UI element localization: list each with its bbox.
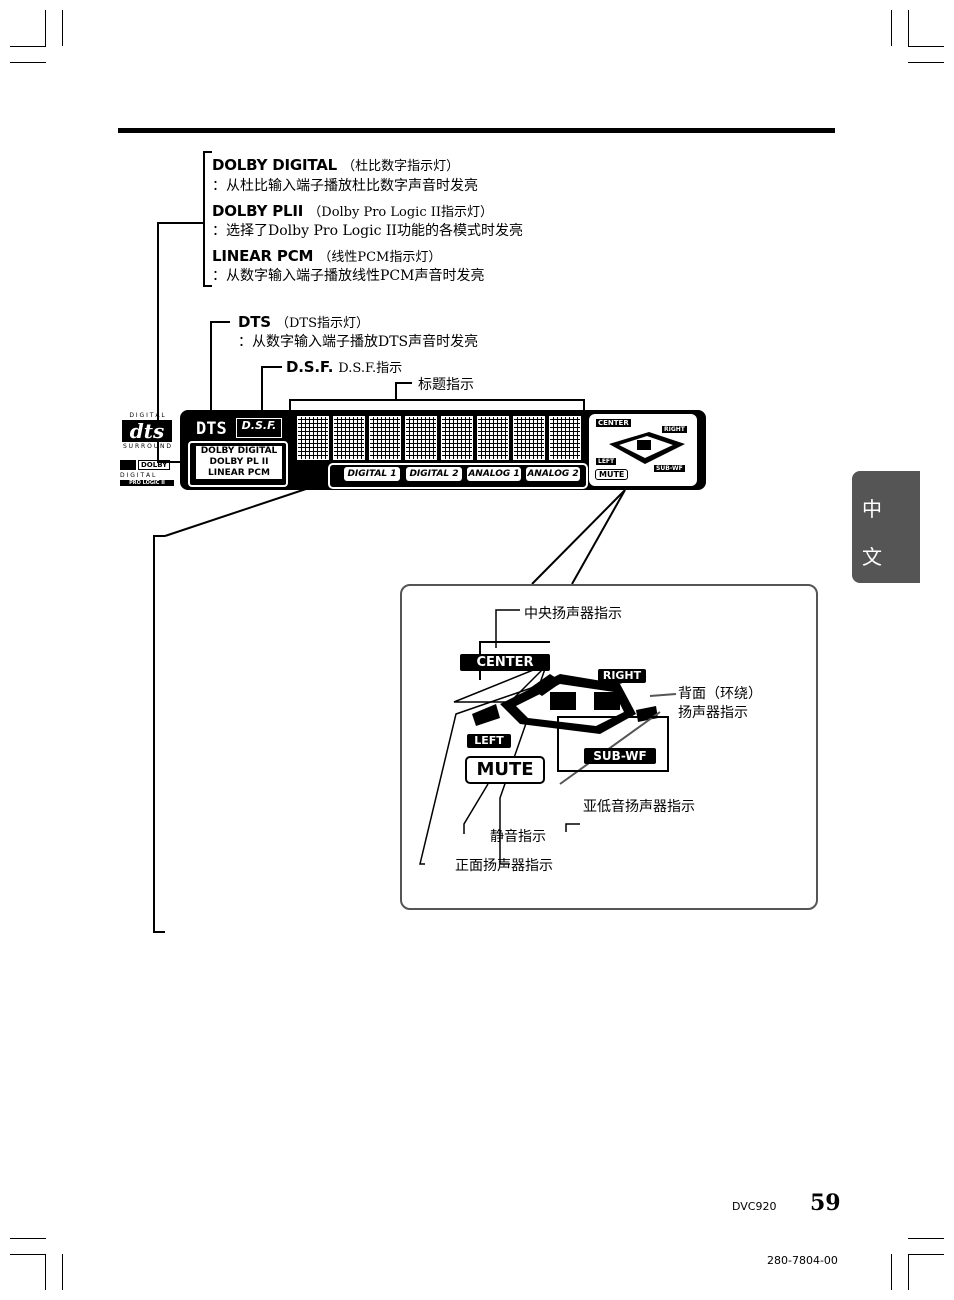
language-tab: 中 文 (852, 471, 920, 583)
crop-mark (908, 1254, 944, 1255)
dolby-digital-paren: （杜比数字指示灯） (342, 159, 460, 174)
dolby-plii-paren: （Dolby Pro Logic II指示灯） (308, 205, 494, 220)
language-tab-char1: 中 (862, 497, 882, 521)
mute-label: 静音指示 (490, 829, 546, 845)
dts-heading: DTS （DTS指示灯） (238, 312, 369, 331)
dsf-paren: D.S.F.指示 (338, 361, 403, 376)
zoom-left-tag: LEFT (467, 734, 511, 748)
dolby-digital-heading: DOLBY DIGITAL （杜比数字指示灯） (212, 155, 459, 174)
dolby-dd-icon (120, 460, 136, 470)
dts-logo-mark: dts (122, 420, 172, 442)
zoom-right-tag: RIGHT (598, 669, 646, 683)
linear-pcm-title: LINEAR PCM (212, 247, 314, 265)
linear-pcm-paren: （线性PCM指示灯） (318, 250, 442, 265)
dts-paren: （DTS指示灯） (275, 316, 369, 331)
panel-center-tag: CENTER (596, 419, 631, 427)
dolby-logo-mark: DOLBY (138, 460, 171, 470)
surround-speaker-label-1: 背面（环绕） (678, 686, 762, 702)
crop-mark (10, 1238, 46, 1239)
zoom-mute-tag: MUTE (465, 756, 545, 784)
source-box (328, 463, 588, 489)
crop-mark (908, 62, 944, 63)
surround-speaker-label-2: 扬声器指示 (678, 705, 748, 721)
dolby-logo-line1: D I G I T A L (120, 472, 156, 479)
segment-char (405, 416, 437, 460)
crop-mark (908, 1254, 909, 1290)
front-speaker-label: 正面扬声器指示 (455, 858, 553, 874)
dolby-plii-heading: DOLBY PLII （Dolby Pro Logic II指示灯） (212, 201, 493, 220)
crop-mark (10, 46, 46, 47)
dolby-plii-title: DOLBY PLII (212, 202, 304, 220)
panel-subwf-tag: SUB-WF (654, 465, 685, 472)
crop-mark (10, 62, 46, 63)
center-speaker-label: 中央扬声器指示 (524, 606, 622, 622)
crop-mark (891, 10, 892, 46)
panel-dolby-digital: DOLBY DIGITAL (196, 446, 282, 457)
title-indicator-label: 标题指示 (418, 377, 474, 393)
segment-char (441, 416, 473, 460)
crop-mark (45, 1254, 46, 1290)
subwoofer-label: 亚低音扬声器指示 (583, 799, 695, 815)
panel-left-tag: LEFT (596, 458, 617, 465)
language-tab-char2: 文 (862, 545, 882, 569)
page-number: 59 (810, 1190, 841, 1216)
crop-mark (10, 1254, 46, 1255)
dts-title: DTS (238, 313, 271, 331)
source-digital2: DIGITAL 2 (406, 467, 462, 481)
dolby-digital-title: DOLBY DIGITAL (212, 156, 338, 174)
segment-char (513, 416, 545, 460)
footer-model: DVC920 (732, 1200, 777, 1213)
panel-right-tag: RIGHT (662, 426, 687, 433)
panel-dsf-label: D.S.F. (236, 418, 282, 438)
panel-mute-tag: MUTE (595, 469, 629, 480)
dolby-digital-desc: ：从杜比输入端子播放杜比数字声音时发亮 (212, 178, 478, 194)
linear-pcm-heading: LINEAR PCM （线性PCM指示灯） (212, 246, 441, 265)
dts-desc: ：从数字输入端子播放DTS声音时发亮 (238, 334, 479, 350)
panel-speaker-diagram (609, 432, 685, 464)
dolby-plii-desc: ：选择了Dolby Pro Logic II功能的各模式时发亮 (212, 223, 523, 239)
crop-mark (891, 1254, 892, 1290)
segment-char (333, 416, 365, 460)
panel-dts-label: DTS (196, 419, 227, 439)
zoom-center-tag: CENTER (460, 654, 550, 671)
dsf-title: D.S.F. (286, 358, 334, 376)
crop-mark (62, 1254, 63, 1290)
source-digital1: DIGITAL 1 (344, 467, 400, 481)
crop-mark (45, 10, 46, 46)
source-analog2: ANALOG 2 (526, 467, 580, 481)
linear-pcm-desc: ：从数字输入端子播放线性PCM声音时发亮 (212, 268, 485, 284)
panel-linear-pcm: LINEAR PCM (196, 468, 282, 479)
footer-code: 280-7804-00 (767, 1254, 838, 1267)
panel-dolby-pl2: DOLBY PL II (196, 457, 282, 468)
crop-mark (908, 1238, 944, 1239)
segment-char (369, 416, 401, 460)
segment-char (297, 416, 329, 460)
zoom-subwf-tag: SUB-WF (584, 748, 656, 764)
segment-char (477, 416, 509, 460)
dts-logo-top: D I G I T A L (129, 412, 165, 419)
dts-logo: D I G I T A L dts S U R R O U N D (120, 412, 174, 450)
crop-mark (908, 10, 909, 46)
dolby-logo-line2: PRO LOGIC II (120, 480, 174, 486)
source-analog1: ANALOG 1 (467, 467, 521, 481)
panel-dolby-box (188, 441, 288, 487)
crop-mark (62, 10, 63, 46)
segment-char (549, 416, 581, 460)
dts-logo-bottom: S U R R O U N D (122, 443, 172, 450)
dsf-heading: D.S.F. D.S.F.指示 (286, 357, 402, 376)
dolby-logo: DOLBY D I G I T A L PRO LOGIC II (120, 460, 174, 486)
header-rule (118, 128, 835, 133)
crop-mark (908, 46, 944, 47)
